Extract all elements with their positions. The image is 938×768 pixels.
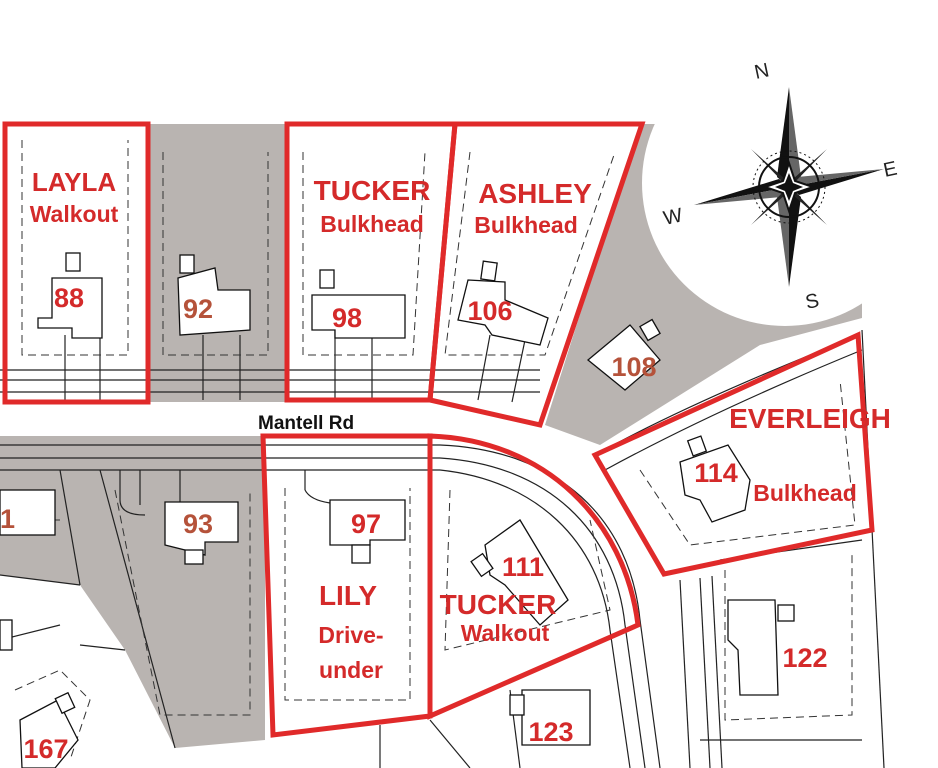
lot-98-outline xyxy=(284,121,458,403)
lot-88-model: LAYLA xyxy=(32,167,116,197)
lot-114-model: EVERLEIGH xyxy=(729,403,891,434)
lot-122-number: 122 xyxy=(782,643,827,673)
lot-111-type: Walkout xyxy=(461,620,550,646)
lot-114-outline xyxy=(591,331,875,577)
lot-114-type: Bulkhead xyxy=(753,480,857,506)
lot-111-outline xyxy=(427,433,641,720)
lot-97-model: LILY xyxy=(319,580,377,611)
compass-east-label: E xyxy=(881,158,899,182)
lot-111-number: 111 xyxy=(502,552,544,582)
compass-rose-icon: N E S W xyxy=(661,59,899,314)
setback-lines xyxy=(0,140,856,761)
lot-88-type: Walkout xyxy=(30,201,119,227)
lot-106-outline xyxy=(427,121,646,428)
lot-114-number: 114 xyxy=(694,458,738,488)
lot-92-number: 92 xyxy=(183,294,213,324)
street-name-label: Mantell Rd xyxy=(258,413,354,434)
compass-west-label: W xyxy=(661,204,684,229)
lot-106-type: Bulkhead xyxy=(474,212,578,238)
lot-97-number: 97 xyxy=(351,509,381,539)
lot-98-model: TUCKER xyxy=(314,175,431,206)
lot-left-partial-number: 1 xyxy=(0,504,15,534)
lot-167-number: 167 xyxy=(23,734,68,764)
lot-98-number: 98 xyxy=(332,303,362,333)
available-lot-outlines xyxy=(2,121,875,738)
lot-97-type-line1: Drive- xyxy=(318,622,383,648)
lot-111-model: TUCKER xyxy=(440,589,557,620)
lot-98-type: Bulkhead xyxy=(320,211,424,237)
house-footprints xyxy=(0,252,795,768)
compass-north-label: N xyxy=(752,59,771,84)
other-lot-labels: 92 108 93 1 xyxy=(0,294,657,539)
lot-106-model: ASHLEY xyxy=(478,178,592,209)
lot-88-outline xyxy=(2,121,151,405)
compass-south-label: S xyxy=(803,290,821,314)
lot-93-number: 93 xyxy=(183,509,213,539)
available-lot-labels: LAYLA Walkout 88 TUCKER Bulkhead 98 ASHL… xyxy=(23,167,890,764)
lot-106-number: 106 xyxy=(467,296,512,326)
lot-97-type-line2: under xyxy=(319,657,383,683)
lot-88-number: 88 xyxy=(54,283,84,313)
road-lines xyxy=(0,329,885,768)
lot-123-number: 123 xyxy=(528,717,573,747)
lot-108-number: 108 xyxy=(611,352,656,382)
